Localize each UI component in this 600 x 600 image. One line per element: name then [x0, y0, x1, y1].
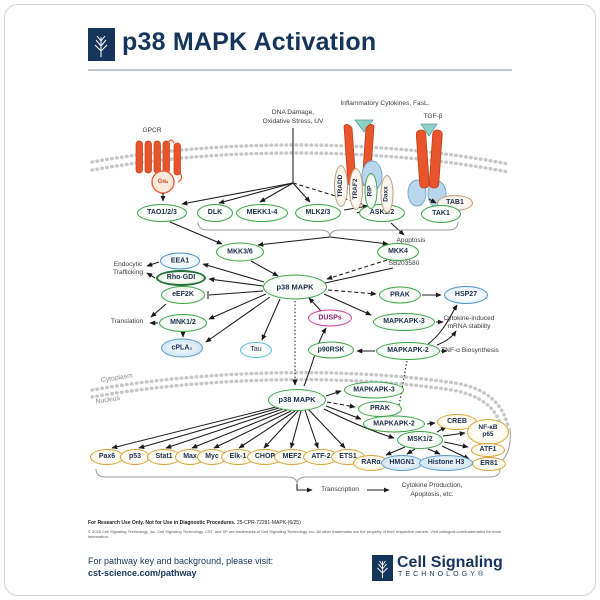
node-tradd[interactable]: TRADD: [334, 165, 348, 207]
node-traf2[interactable]: TRAF2: [349, 168, 363, 210]
node-histone-h3[interactable]: Histone H3: [419, 455, 473, 471]
arrows-transcription: [296, 484, 390, 493]
tgf-receptor: [407, 123, 447, 208]
label-endocytic-1: Endocytic: [113, 260, 143, 268]
arrows-map3k-to-map2k: [169, 221, 394, 284]
node-g-alpha[interactable]: Gαₛ: [157, 178, 169, 185]
brand-technology: TECHNOLOGY®: [398, 571, 487, 578]
node-eea1[interactable]: EEA1: [160, 252, 200, 270]
node-dusps[interactable]: DUSPs: [308, 309, 352, 327]
label-outcome-2: Apoptosis, etc.: [410, 490, 454, 498]
research-use-disclaimer: For Research Use Only. Not for Use in Di…: [88, 520, 301, 526]
node-cpla2[interactable]: cPLA₂: [161, 338, 203, 358]
node-eef2k[interactable]: eEF2K: [161, 286, 205, 304]
node-hmgn1[interactable]: HMGN1: [381, 455, 423, 471]
label-apoptosis: Apoptosis: [396, 236, 426, 244]
label-outcome-1: Cytokine Production,: [401, 481, 463, 489]
node-tak1[interactable]: TAK1: [421, 205, 461, 223]
node-mekk1-4[interactable]: MEKK1-4: [236, 204, 288, 222]
node-p53[interactable]: p53: [120, 449, 150, 465]
node-tau[interactable]: Tau: [240, 342, 272, 358]
node-mlk23[interactable]: MLK2/3: [295, 204, 341, 222]
label-mrna-1: Cytokine-induced: [443, 314, 495, 322]
node-mnk12[interactable]: MNK1/2: [159, 314, 207, 332]
disclaimer-bold: For Research Use Only. Not for Use in Di…: [88, 520, 236, 526]
node-prak-cytoplasm[interactable]: PRAK: [379, 286, 421, 304]
arrows-nucleus: [111, 390, 470, 460]
node-er81[interactable]: ER81: [472, 457, 506, 471]
node-mapkapk2-cytoplasm[interactable]: MAPKAPK-2: [376, 342, 440, 360]
visit-text: For pathway key and background, please v…: [88, 556, 274, 566]
node-daxx[interactable]: Daxx: [380, 175, 394, 213]
cst-header-logo: [88, 28, 115, 61]
pathway-link[interactable]: cst-science.com/pathway: [88, 568, 197, 579]
label-sb203580: SB203580: [388, 259, 420, 267]
node-p38-mapk-cytoplasm[interactable]: p38 MAPK: [263, 274, 327, 300]
copyright-line: © 2025 Cell Signaling Technology, Inc. C…: [88, 529, 502, 539]
label-endocytic-2: Trafficking: [112, 268, 144, 276]
label-dna-damage-2: Oxidative Stress, UV: [262, 117, 324, 125]
node-rho-gdi[interactable]: Rho-GDI: [156, 270, 206, 286]
node-mkk4[interactable]: MKK4: [377, 243, 419, 261]
label-tnf-biosynthesis: TNF-α Biosynthesis: [441, 346, 499, 354]
label-gpcr: GPCR: [142, 126, 162, 134]
node-mapkapk3-cytoplasm[interactable]: MAPKAPK-3: [373, 313, 435, 331]
node-nfkb-p65[interactable]: NF-κB p65: [467, 419, 509, 445]
node-atf1[interactable]: ATF1: [471, 443, 505, 457]
label-mrna-2: mRNA stability: [447, 322, 491, 330]
label-transcription: Transcription: [321, 485, 359, 493]
node-mapkapk3-nucleus[interactable]: MAPKAPK-3: [344, 381, 404, 399]
map3k-brace: [197, 221, 459, 238]
label-inflammatory-cytokines: Inflammatory Cytokines, FasL.: [340, 99, 430, 107]
node-creb[interactable]: CREB: [437, 414, 477, 430]
label-translation: Translation: [110, 317, 144, 325]
node-dlk[interactable]: DLK: [197, 204, 233, 222]
arrows-p38-cytoplasm: [146, 261, 458, 415]
node-tao123[interactable]: TAO1/2/3: [137, 204, 187, 222]
node-p38-mapk-nucleus[interactable]: p38 MAPK: [268, 389, 326, 411]
cst-footer-logo: [372, 555, 393, 581]
catalog-code: 25-CPR-72291-MAPK-(6/25): [236, 520, 301, 526]
node-hsp27[interactable]: HSP27: [444, 286, 488, 304]
node-mapkapk2-nucleus[interactable]: MAPKAPK-2: [363, 415, 425, 433]
node-p90rsk-cytoplasm[interactable]: p90RSK: [308, 341, 354, 359]
pathway-visit-block: For pathway key and background, please v…: [88, 555, 273, 579]
page-title: p38 MAPK Activation: [122, 28, 377, 56]
node-mkk36[interactable]: MKK3/6: [216, 242, 264, 262]
label-tgf-beta: TGF-β: [423, 112, 443, 120]
header-divider: [88, 69, 512, 71]
gpcr-receptor: [135, 139, 183, 183]
node-rip[interactable]: RIP: [364, 173, 378, 209]
brand-name: Cell Signaling: [397, 554, 503, 571]
label-dna-damage-1: DNA Damage,: [271, 108, 315, 116]
node-msk12[interactable]: MSK1/2: [397, 431, 443, 449]
node-pax6[interactable]: Pax6: [90, 449, 124, 465]
